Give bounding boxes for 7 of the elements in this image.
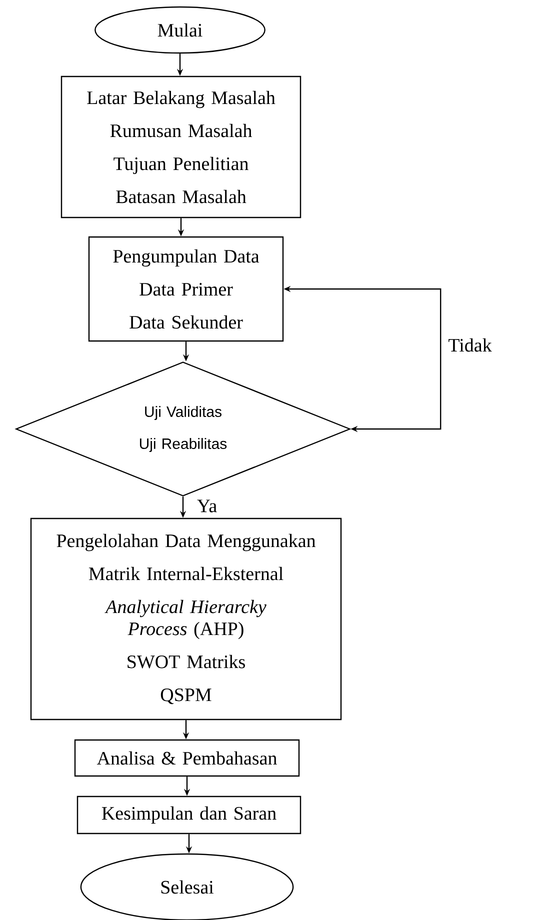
process-box: Analisa & Pembahasan bbox=[74, 739, 300, 777]
edge-label: Ya bbox=[196, 498, 218, 514]
process-box: Latar Belakang Masalah Rumusan Masalah Tujuan Penelitian Batasan Masalah bbox=[60, 76, 302, 218]
process-box: Pengelolahan Data Menggunakan Matrik Internal-Eksternal Analytical Hierarcky Process (AHP) SWOT Matriks QSPM bbox=[30, 518, 342, 720]
process-box: Pengumpulan Data Data Primer Data Sekunder bbox=[88, 236, 284, 342]
edge-label: Tidak bbox=[447, 337, 493, 353]
process-box: Kesimpulan dan Saran bbox=[76, 796, 302, 834]
